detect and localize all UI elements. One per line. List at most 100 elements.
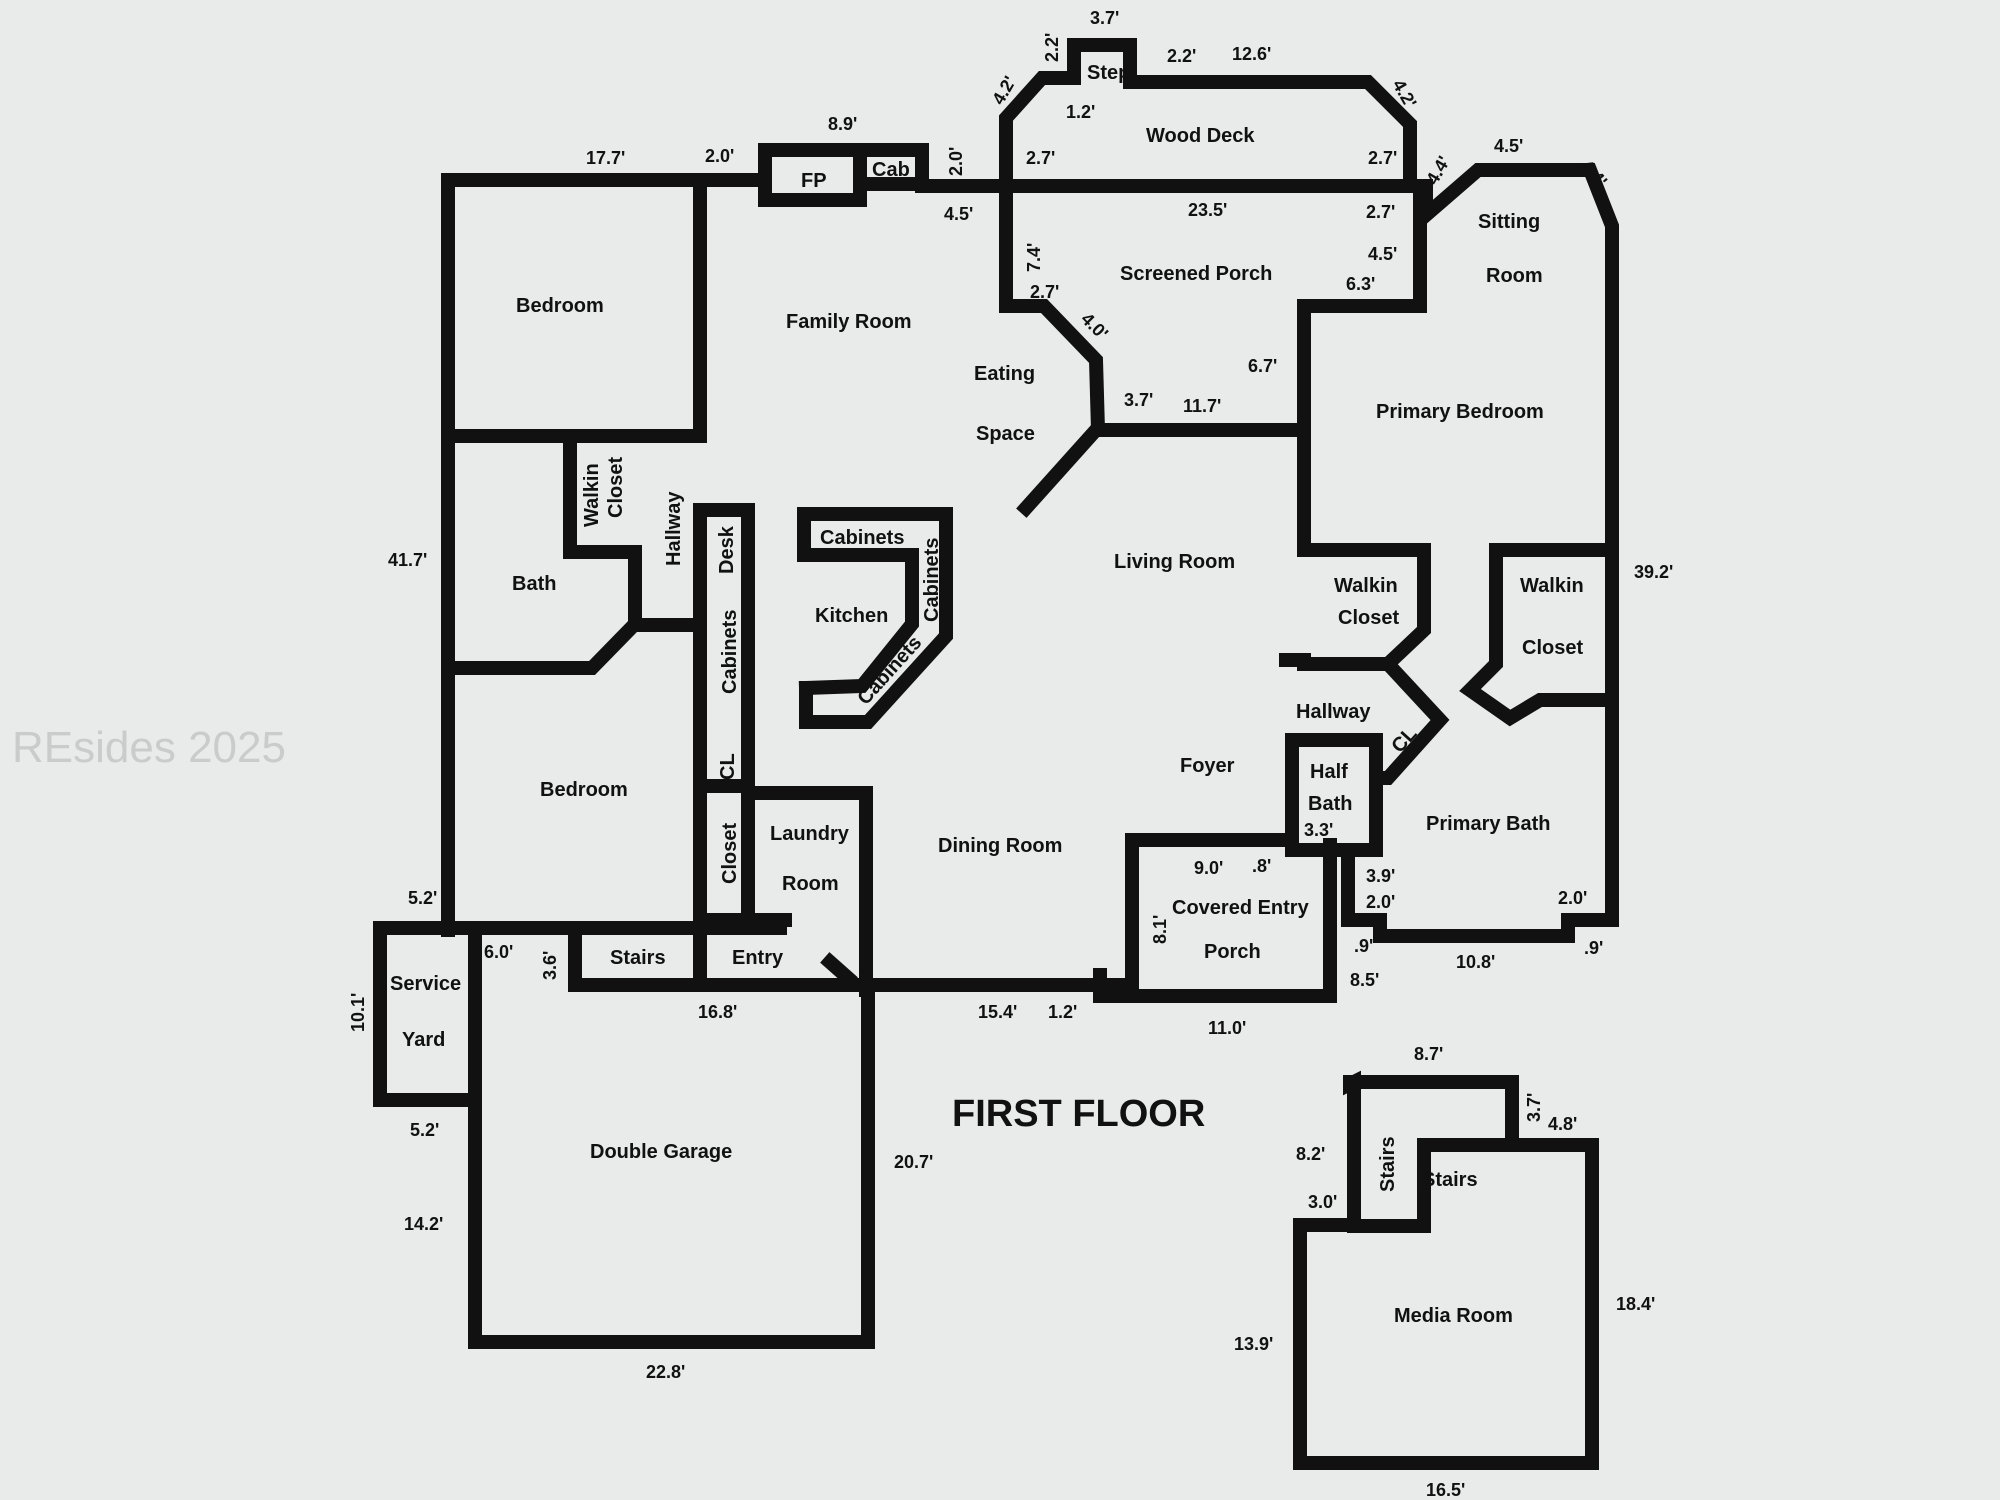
label-cl-left: CL (717, 753, 739, 780)
label-walkin-center: Walkin (1334, 575, 1398, 597)
floor-title: FIRST FLOOR (952, 1093, 1205, 1135)
dim: 8.9' (828, 114, 857, 134)
room-labels: Bedroom Family Room Eating Space FP Cab … (390, 62, 1584, 1327)
label-sitting: Sitting (1478, 211, 1540, 233)
label-primary-bath: Primary Bath (1426, 813, 1551, 835)
wood-deck-walls (999, 38, 1417, 193)
dim: 39.2' (1634, 562, 1673, 582)
dim: 8.1' (1150, 915, 1170, 944)
label-covered-entry: Covered Entry (1172, 897, 1310, 919)
kitchen-cabinets-inner (797, 548, 919, 696)
sitting-room-walls (1419, 163, 1619, 927)
label-wood-deck: Wood Deck (1146, 125, 1255, 147)
label-closet-left: Closet (605, 457, 627, 518)
label-service: Service (390, 973, 461, 995)
primary-bath-bottom (1341, 853, 1619, 943)
label-laundry-room: Room (782, 873, 839, 895)
dim: 3.0' (1308, 1192, 1337, 1212)
dim: 8.5' (1350, 970, 1379, 990)
watermark: REsides 2025 (12, 723, 286, 772)
label-double-garage: Double Garage (590, 1141, 732, 1163)
dim: 10.1' (348, 993, 368, 1032)
label-primary-bedroom: Primary Bedroom (1376, 401, 1544, 423)
dim: 15.4' (978, 1002, 1017, 1022)
dimension-labels: 3.7' 2.2' 2.2' 12.6' 4.2' 4.2' 1.2' 8.9'… (348, 8, 1673, 1500)
label-family-room: Family Room (786, 311, 912, 333)
label-porch: Porch (1204, 941, 1261, 963)
dim: 12.6' (1232, 44, 1271, 64)
dim: 2.7' (1368, 148, 1397, 168)
dim: 16.5' (1426, 1480, 1465, 1500)
label-bedroom-2: Bedroom (540, 779, 628, 801)
label-dining-room: Dining Room (938, 835, 1062, 857)
dim: 8.2' (1296, 1144, 1325, 1164)
label-bath: Bath (512, 573, 556, 595)
dim: 3.7' (1124, 390, 1153, 410)
label-space: Space (976, 423, 1035, 445)
dim: 2.0' (946, 147, 966, 176)
dim: 23.5' (1188, 200, 1227, 220)
dim: .9' (1584, 938, 1603, 958)
label-closet-left-lower: Closet (719, 823, 741, 884)
dim: 1.2' (1066, 102, 1095, 122)
dim: 3.6' (540, 951, 560, 980)
label-stairs: Stairs (610, 947, 666, 969)
dim: 18.4' (1616, 1294, 1655, 1314)
label-desk: Desk (716, 525, 738, 574)
dim: 2.0' (705, 146, 734, 166)
dim: 2.0' (1366, 892, 1395, 912)
label-stairs-media-vertical: Stairs (1377, 1136, 1399, 1192)
dim: .8' (1252, 856, 1271, 876)
laundry-walls (741, 786, 873, 997)
entry-door (820, 952, 858, 988)
label-cab: Cab (872, 159, 910, 181)
cab-box (853, 143, 929, 191)
step-notch (1093, 968, 1139, 1003)
screened-porch-walls (999, 179, 1427, 437)
eating-space-diagonal (1016, 420, 1106, 518)
label-screened-porch: Screened Porch (1120, 263, 1272, 285)
walkin-closet-right (1459, 543, 1611, 727)
bath-walls (441, 618, 705, 675)
label-half: Half (1310, 761, 1348, 783)
label-eating: Eating (974, 363, 1035, 385)
dim: 4.5' (1368, 244, 1397, 264)
dim: 2.7' (1026, 148, 1055, 168)
dim: 5.2' (408, 888, 437, 908)
dim: 13.9' (1234, 1334, 1273, 1354)
label-hallway-right: Hallway (1296, 701, 1371, 723)
dim: .9' (1354, 936, 1373, 956)
garage-walls (468, 923, 875, 1349)
label-bedroom-1: Bedroom (516, 295, 604, 317)
label-kitchen: Kitchen (815, 605, 888, 627)
label-stairs-media: Stairs (1422, 1169, 1478, 1191)
dim: 2.2' (1167, 46, 1196, 66)
dim: 7.4' (1024, 243, 1044, 272)
label-half-bath: Bath (1308, 793, 1352, 815)
kitchen-cabinets (797, 507, 953, 729)
media-room-walls (1293, 1070, 1599, 1470)
label-media-room: Media Room (1394, 1305, 1513, 1327)
label-step: Step (1087, 62, 1130, 84)
label-closet-right: Closet (1522, 637, 1583, 659)
dim: 3.3' (1304, 820, 1333, 840)
fp-box (758, 143, 867, 207)
dim: 41.7' (388, 550, 427, 570)
dim: 4.5' (1494, 136, 1523, 156)
dim: 5.2' (410, 1120, 439, 1140)
label-cabinets-vertical: Cabinets (719, 610, 741, 694)
dim: 2.7' (1366, 202, 1395, 222)
dim: 22.8' (646, 1362, 685, 1382)
walkin-closet-walls (563, 437, 642, 629)
dim: 4.5' (944, 204, 973, 224)
dim: 20.7' (894, 1152, 933, 1172)
dim: 4.4' (1577, 156, 1611, 191)
label-walkin-left: Walkin (581, 463, 603, 527)
dim: 17.7' (586, 148, 625, 168)
label-sitting-room: Room (1486, 265, 1543, 287)
dim: 8.7' (1414, 1044, 1443, 1064)
stairs-entry-bottom (568, 923, 1102, 992)
dim: 2.2' (1042, 33, 1062, 62)
dim: 16.8' (698, 1002, 737, 1022)
